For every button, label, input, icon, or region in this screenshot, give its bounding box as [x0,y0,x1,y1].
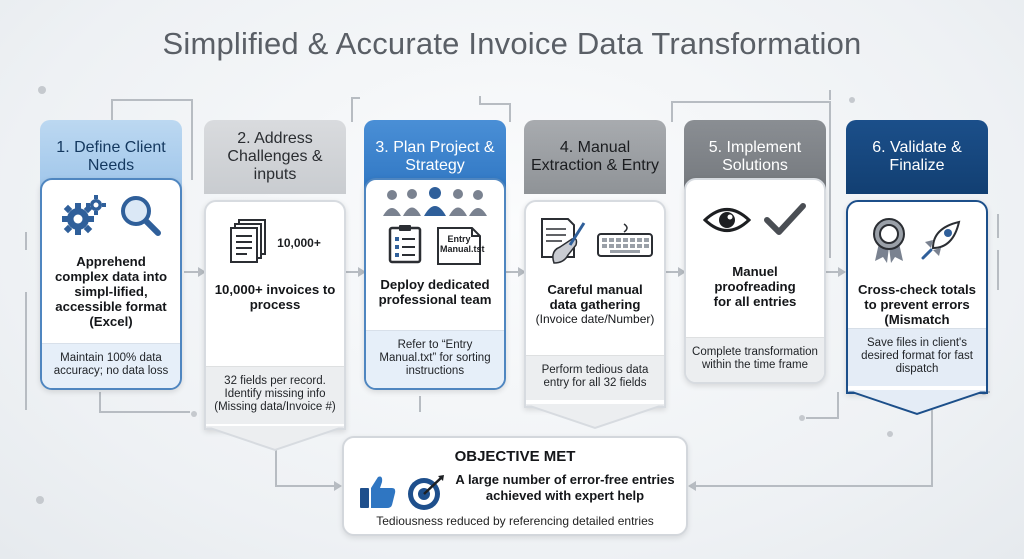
step-6-heading: 6. Validate & Finalize [846,120,988,194]
objective-title: OBJECTIVE MET [454,448,576,465]
step-3-main-text: Deploy dedicated professional team [378,277,492,307]
step-6-card: Cross-check totals to prevent errors (Mi… [846,200,988,416]
rocket-icon [919,218,963,267]
step-4-detail: Perform tedious data entry for all 32 fi… [526,355,664,400]
step-6-detail: Save files in client's desired format fo… [848,328,986,386]
step-1-card: Apprehend complex data into simpl-lified… [40,178,182,390]
step-6-main-line: Cross-check totals to prevent errors [858,282,976,312]
gears-icon [60,193,110,242]
step-1: 1. Define Client Needs [40,120,182,390]
step-1-main-text: Apprehend complex data into simpl-lified… [54,254,168,329]
step-6: 6. Validate & Finalize [846,120,988,416]
step-1-detail: Maintain 100% data accuracy; no data los… [42,343,180,388]
step-3: 3. Plan Project & Strategy [364,120,506,390]
objective-main-text: A large number of error-free entries ach… [455,472,675,503]
page-title: Simplified & Accurate Invoice Data Trans… [162,26,862,61]
step-2-detail: 32 fields per record. Identify missing i… [206,366,344,424]
step-4: 4. Manual Extraction & Entry [524,120,666,430]
step-2-card: 10,000+ 10,000+ invoices to process 32 f… [204,200,346,452]
step-2-chevron [204,426,346,452]
step-4-main-sub: (Invoice date/Number) [535,312,655,326]
step-5-card: Manuel proofreading for all entries Comp… [684,178,826,384]
document-stack-icon [229,218,269,269]
eye-icon [702,205,752,240]
manual-document-icon: Entry Manual.tst [436,226,485,266]
target-icon [406,474,446,517]
step-6-chevron [846,390,988,416]
checklist-icon [388,224,422,269]
hand-writing-icon [536,215,586,270]
step-3-card: Entry Manual.tst Deploy dedicated profes… [364,178,506,390]
step-4-heading: 4. Manual Extraction & Entry [524,120,666,194]
step-5: 5. Implement Solutions Manuel proofreadi… [684,120,826,384]
step-5-detail: Complete transformation within the time … [686,337,824,382]
magnifier-icon [118,193,162,242]
team-icon [366,180,504,221]
keyboard-icon [596,222,654,263]
manual-document-label: Entry Manual.tst [440,234,485,254]
step-2: 2. Address Challenges & inputs 10,000+ 1… [204,120,346,452]
step-4-main-line: Careful manual data gathering [547,282,643,312]
step-2-heading: 2. Address Challenges & inputs [204,120,346,194]
award-ribbon-icon [871,217,907,268]
document-count-label: 10,000+ [277,236,321,250]
step-4-card: Careful manual data gathering (Invoice d… [524,200,666,430]
step-5-main-text: Manuel proofreading for all entries [713,264,797,309]
step-4-main-text: Careful manual data gathering (Invoice d… [526,282,664,327]
step-2-main-text: 10,000+ invoices to process [214,282,336,312]
objective-detail: Tediousness reduced by referencing detai… [376,514,654,528]
checkmark-icon [763,202,807,243]
thumbs-up-icon [358,474,398,517]
step-3-detail: Refer to “Entry Manual.txt” for sorting … [366,330,504,388]
step-4-chevron [524,404,666,430]
objective-box: OBJECTIVE MET A large number of error-fr… [342,436,688,536]
